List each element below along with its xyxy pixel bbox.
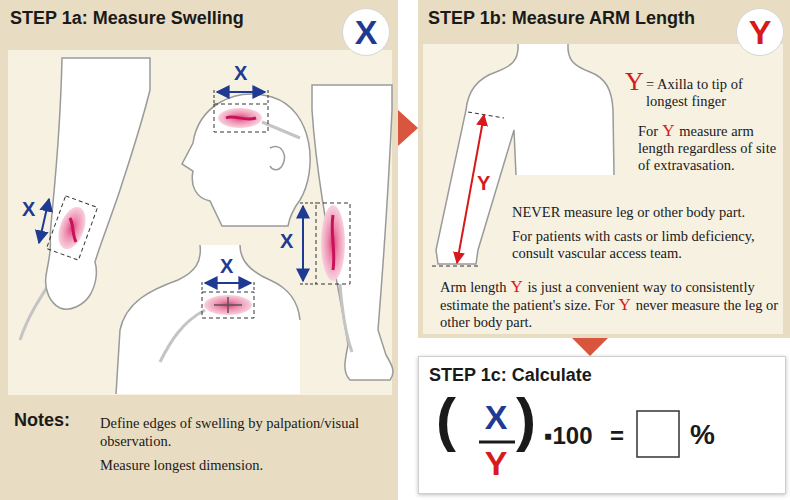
label-text: % xyxy=(690,419,715,450)
fraction-bar xyxy=(479,441,515,444)
bullet-note: Define edges of swelling by palpation/vi… xyxy=(100,414,390,450)
formula-term: X xyxy=(478,398,514,437)
label-text: X xyxy=(485,398,508,436)
inner-ground xyxy=(8,50,392,395)
dimension-label: X xyxy=(280,230,293,252)
step-badge: Y xyxy=(736,8,784,56)
panel-title: STEP 1a: Measure Swelling xyxy=(10,8,244,29)
label-text: measure arm length regardless of site of… xyxy=(638,123,776,173)
label-text: For xyxy=(638,123,658,139)
formula-symbol: % xyxy=(690,418,715,452)
chest-figure xyxy=(116,245,300,394)
step-panel: STEP 1c: Calculate xyxy=(418,356,786,494)
bullet-note: For patients with casts or limb deficien… xyxy=(512,228,780,262)
label-text: NEVER measure leg or other body part. xyxy=(512,204,745,220)
notes-heading: Notes: xyxy=(14,410,70,432)
step-badge: X xyxy=(342,8,390,56)
label-text: = Axilla to tip of longest finger xyxy=(646,76,743,109)
dimension-label: X xyxy=(220,255,233,277)
leg-figure xyxy=(300,85,393,380)
label-text: Notes: xyxy=(14,410,70,430)
label-text: X xyxy=(22,198,35,220)
label-text: For patients with casts or limb deficien… xyxy=(512,228,755,261)
bullet-note: ForYmeasure arm length regardless of sit… xyxy=(638,122,780,174)
formula-symbol: ( xyxy=(436,390,456,450)
label-text: Define edges of swelling by palpation/vi… xyxy=(100,415,359,449)
label-text: Y xyxy=(477,172,490,194)
panel-title: STEP 1b: Measure ARM Length xyxy=(428,8,695,29)
definition-text: = Axilla to tip of longest finger xyxy=(646,76,784,110)
label-text: Y xyxy=(485,444,508,482)
flow-arrow xyxy=(398,110,418,146)
panel-title: STEP 1c: Calculate xyxy=(429,365,592,386)
label-text: Arm length xyxy=(440,279,506,295)
symbol-label: Y xyxy=(625,68,644,97)
label-text: X xyxy=(280,230,293,252)
label-text: Measure longest dimension. xyxy=(100,457,263,473)
arm-figure xyxy=(20,58,150,340)
label-text: ( xyxy=(436,386,456,453)
dimension-label: X xyxy=(234,62,247,84)
dimension-label: Y xyxy=(477,172,490,194)
badge-letter: X xyxy=(355,15,378,49)
symbol-label: Y xyxy=(511,277,523,296)
formula-symbol: ▪100 xyxy=(544,422,593,451)
formula-term: Y xyxy=(478,444,514,483)
answer-box xyxy=(637,411,679,457)
label-text: ▪100 xyxy=(544,422,593,449)
formula-symbol: ) xyxy=(516,390,536,450)
bullet-note: NEVER measure leg or other body part. xyxy=(512,204,782,221)
flow-arrow xyxy=(572,338,608,356)
label-text: Y xyxy=(625,67,644,96)
head-figure xyxy=(182,90,310,226)
label-text: = xyxy=(610,422,624,449)
formula-symbol: = xyxy=(610,422,624,451)
symbol-label: Y xyxy=(662,121,674,140)
symbol-label: Y xyxy=(619,295,631,314)
label-text: ) xyxy=(516,386,536,453)
badge-letter: Y xyxy=(749,15,772,49)
dimension-label: X xyxy=(22,198,35,220)
label-text: X xyxy=(220,255,233,277)
bullet-note: Arm lengthYis just a convenient way to c… xyxy=(440,278,780,331)
bullet-note: Measure longest dimension. xyxy=(100,456,390,474)
inner-ground xyxy=(423,44,783,334)
label-text: X xyxy=(234,62,247,84)
